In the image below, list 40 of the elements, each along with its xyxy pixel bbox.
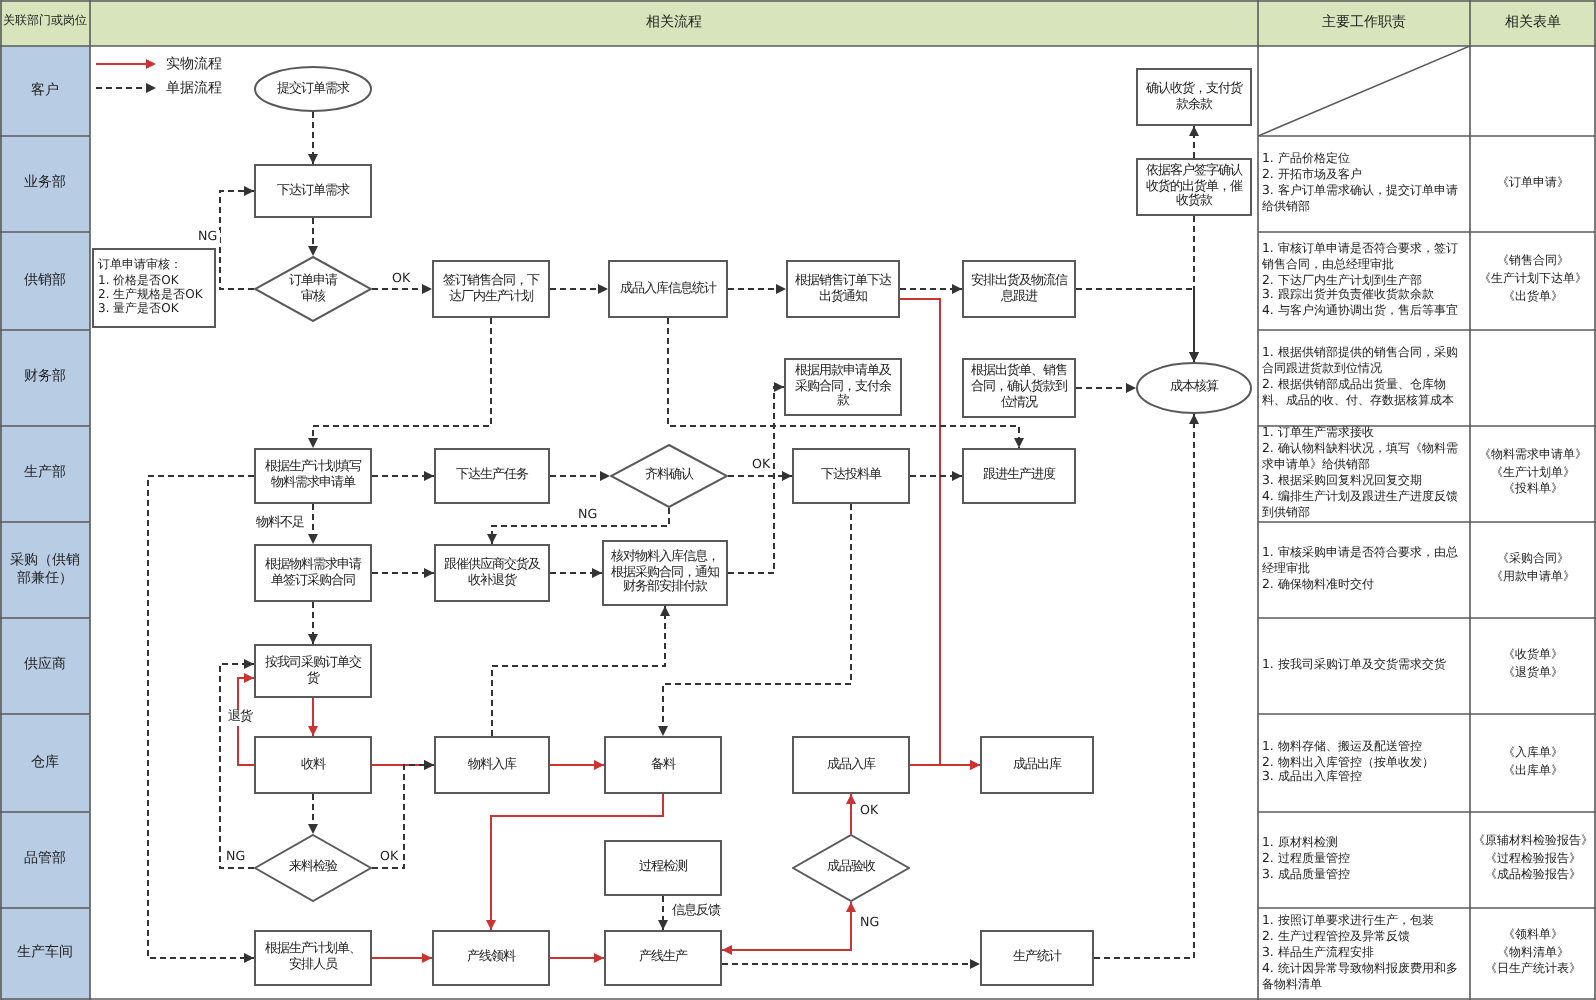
arrow <box>1075 383 1137 393</box>
arrow <box>549 953 605 963</box>
arrow <box>1093 413 1199 959</box>
arrow <box>371 760 435 869</box>
arrow <box>1075 288 1199 363</box>
arrow <box>727 284 787 294</box>
arrow <box>308 697 318 737</box>
arrow <box>721 959 981 969</box>
arrow <box>308 793 318 835</box>
arrow <box>658 503 852 737</box>
arrow <box>549 284 609 294</box>
arrow <box>727 471 793 481</box>
arrow <box>237 673 255 766</box>
arrow <box>1189 125 1199 159</box>
arrow <box>371 471 435 481</box>
arrow <box>371 568 435 578</box>
arrow <box>491 605 670 737</box>
arrow <box>658 895 668 931</box>
arrow <box>549 568 603 578</box>
arrow <box>308 317 492 449</box>
arrow <box>371 953 433 963</box>
arrow <box>308 111 318 165</box>
arrow <box>549 760 605 770</box>
arrow <box>909 760 981 770</box>
arrow <box>899 284 963 294</box>
arrow <box>909 471 963 481</box>
arrow <box>727 382 785 574</box>
arrow <box>667 317 1024 449</box>
arrow <box>371 284 433 294</box>
arrow <box>219 186 255 290</box>
arrow <box>308 217 318 257</box>
arrow <box>721 901 856 955</box>
arrow <box>486 793 664 931</box>
arrow <box>846 793 856 835</box>
arrow <box>487 507 670 545</box>
arrow <box>308 503 318 545</box>
arrow <box>219 659 255 869</box>
arrow <box>308 601 318 645</box>
arrow <box>549 471 611 481</box>
arrow <box>147 475 255 963</box>
